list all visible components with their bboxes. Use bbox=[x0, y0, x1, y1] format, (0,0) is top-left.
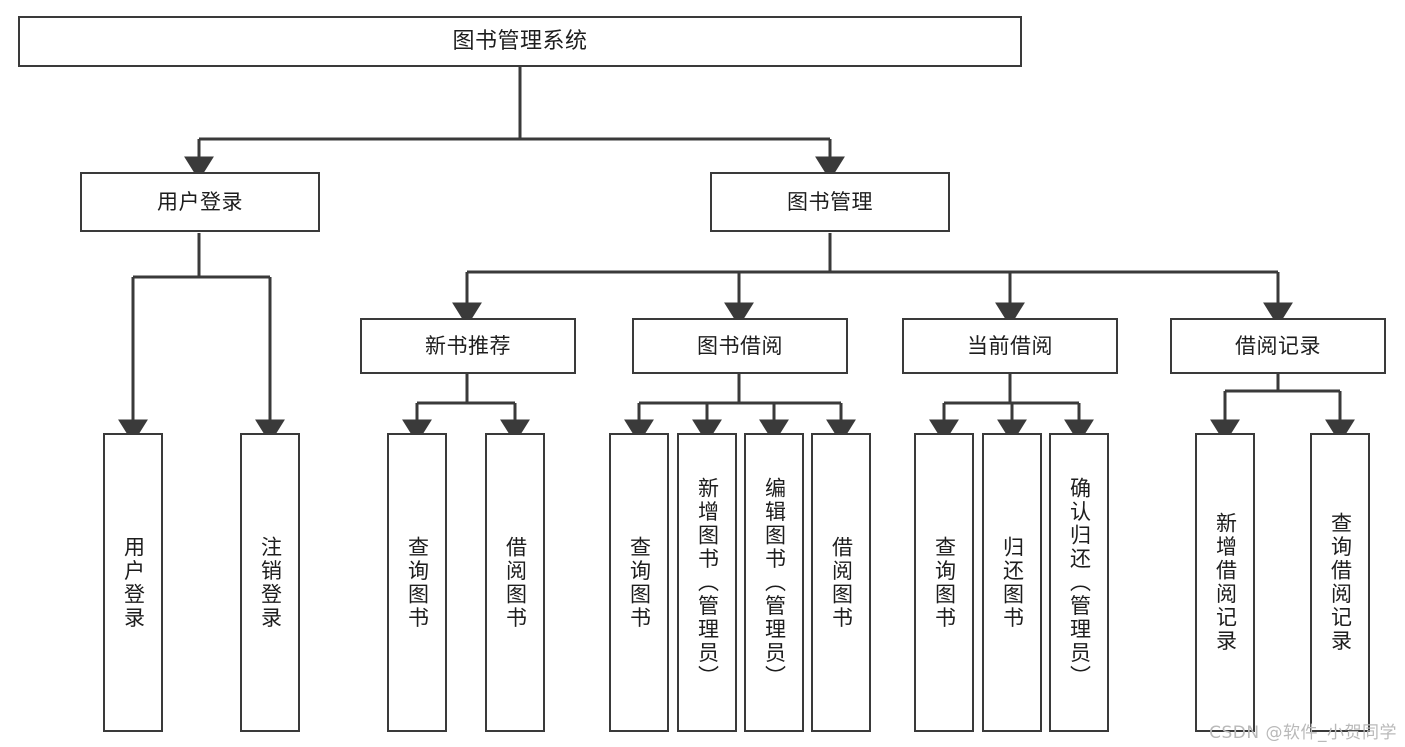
node-leaf-user-logout[interactable]: 注销登录 bbox=[240, 433, 300, 732]
node-leaf-query-book-borrow[interactable]: 查询图书 bbox=[609, 433, 669, 732]
node-label: 用户登录 bbox=[157, 189, 243, 214]
node-current-borrow[interactable]: 当前借阅 bbox=[902, 318, 1118, 374]
node-label: 查询图书 bbox=[932, 535, 957, 630]
node-leaf-query-book-current[interactable]: 查询图书 bbox=[914, 433, 974, 732]
node-label: 当前借阅 bbox=[967, 333, 1053, 358]
node-leaf-add-book-admin[interactable]: 新增图书（管理员） bbox=[677, 433, 737, 732]
node-leaf-borrow-book-recommend[interactable]: 借阅图书 bbox=[485, 433, 545, 732]
node-label: 新增借阅记录 bbox=[1213, 512, 1238, 653]
node-leaf-query-book-recommend[interactable]: 查询图书 bbox=[387, 433, 447, 732]
node-leaf-confirm-return-admin[interactable]: 确认归还（管理员） bbox=[1049, 433, 1109, 732]
node-label: 图书管理系统 bbox=[452, 28, 588, 54]
node-label: 注销登录 bbox=[258, 535, 283, 630]
node-label: 图书借阅 bbox=[697, 333, 783, 358]
node-label: 查询借阅记录 bbox=[1328, 512, 1353, 653]
node-label: 用户登录 bbox=[121, 535, 146, 630]
node-label: 编辑图书（管理员） bbox=[762, 476, 787, 689]
node-leaf-edit-book-admin[interactable]: 编辑图书（管理员） bbox=[744, 433, 804, 732]
node-label: 新增图书（管理员） bbox=[695, 476, 720, 689]
node-book-management[interactable]: 图书管理 bbox=[710, 172, 950, 232]
node-borrow-record[interactable]: 借阅记录 bbox=[1170, 318, 1386, 374]
node-leaf-query-borrow-record[interactable]: 查询借阅记录 bbox=[1310, 433, 1370, 732]
node-leaf-borrow-book[interactable]: 借阅图书 bbox=[811, 433, 871, 732]
node-leaf-add-borrow-record[interactable]: 新增借阅记录 bbox=[1195, 433, 1255, 732]
node-book-borrow[interactable]: 图书借阅 bbox=[632, 318, 848, 374]
node-leaf-user-login[interactable]: 用户登录 bbox=[103, 433, 163, 732]
node-user-login[interactable]: 用户登录 bbox=[80, 172, 320, 232]
node-root-book-management-system[interactable]: 图书管理系统 bbox=[18, 16, 1022, 67]
node-label: 查询图书 bbox=[627, 535, 652, 630]
node-label: 借阅图书 bbox=[829, 535, 854, 630]
node-label: 归还图书 bbox=[1000, 535, 1025, 630]
node-label: 确认归还（管理员） bbox=[1067, 476, 1092, 689]
node-label: 查询图书 bbox=[405, 535, 430, 630]
csdn-watermark: CSDN @软件_小贺同学 bbox=[1209, 723, 1397, 743]
node-leaf-return-book[interactable]: 归还图书 bbox=[982, 433, 1042, 732]
node-label: 借阅图书 bbox=[503, 535, 528, 630]
node-label: 借阅记录 bbox=[1235, 333, 1321, 358]
node-label: 图书管理 bbox=[787, 189, 873, 214]
node-label: 新书推荐 bbox=[425, 333, 511, 358]
node-new-book-recommend[interactable]: 新书推荐 bbox=[360, 318, 576, 374]
